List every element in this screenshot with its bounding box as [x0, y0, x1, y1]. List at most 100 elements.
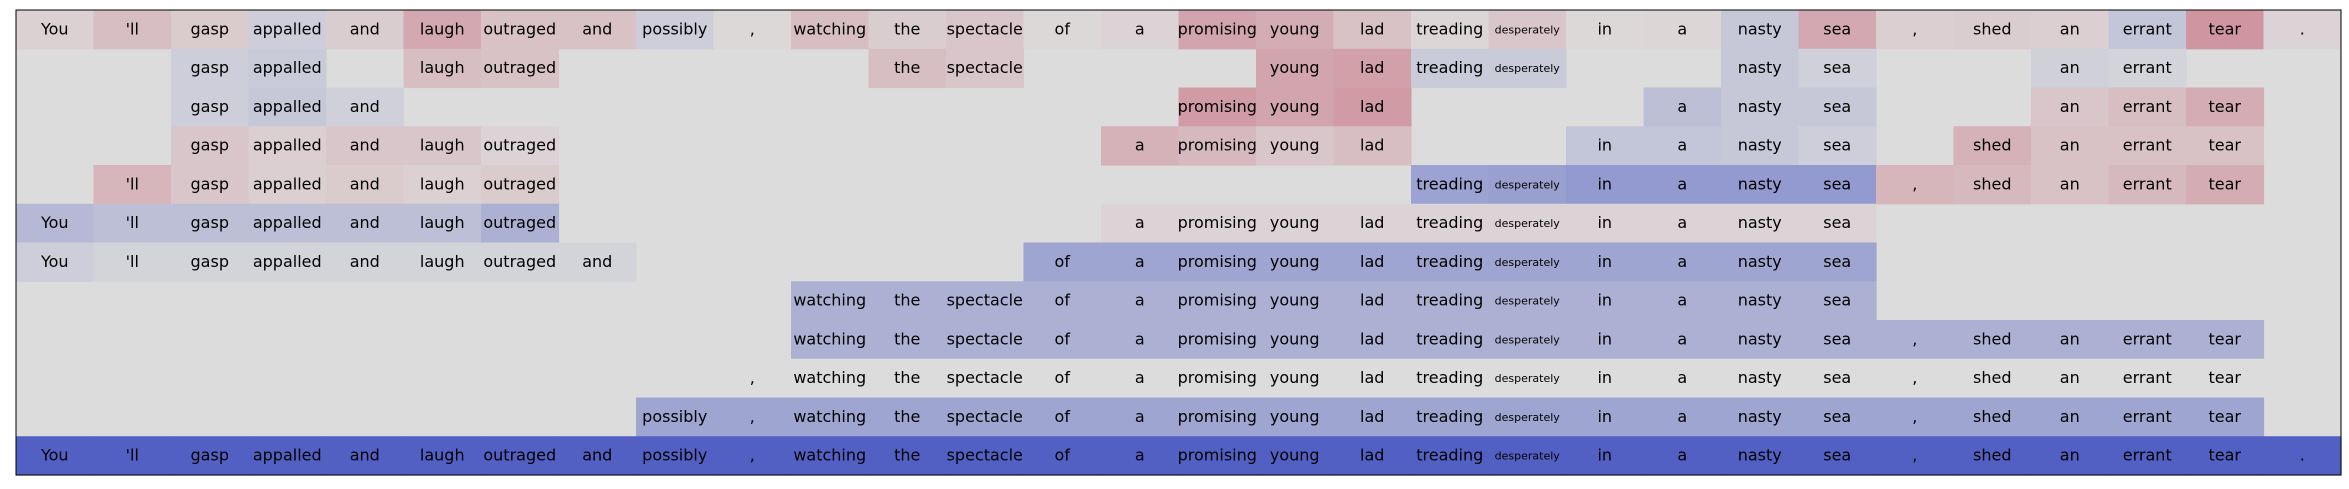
token-label: errant — [2123, 97, 2172, 116]
token-label: the — [894, 446, 920, 465]
token-label: errant — [2123, 368, 2172, 387]
token-label: promising — [1178, 368, 1257, 387]
heatmap-cell — [1721, 242, 1800, 282]
token-label: spectacle — [947, 329, 1023, 348]
token-label: gasp — [191, 252, 229, 271]
token-label: treading — [1416, 446, 1483, 465]
heatmap-cell — [1411, 320, 1490, 360]
token-label: and — [350, 19, 380, 38]
heatmap-cell — [1178, 436, 1257, 476]
token-label: treading — [1416, 58, 1483, 77]
token-label: and — [350, 446, 380, 465]
token-label: errant — [2123, 446, 2172, 465]
token-label: the — [894, 329, 920, 348]
token-label: shed — [1973, 407, 2011, 426]
token-label: lad — [1360, 58, 1384, 77]
token-label: sea — [1823, 291, 1851, 310]
heatmap-cell — [1178, 87, 1257, 127]
heatmap-cell — [326, 126, 405, 166]
heatmap-cell — [1876, 436, 1955, 476]
token-label: sea — [1823, 329, 1851, 348]
token-label: an — [2060, 19, 2080, 38]
heatmap-cell — [326, 87, 405, 127]
token-label: an — [2060, 174, 2080, 193]
heatmap-cell — [1953, 165, 2032, 205]
heatmap-cell — [1953, 397, 2032, 437]
token-label: 'll — [126, 213, 139, 232]
heatmap-cell — [1488, 358, 1567, 399]
token-label: promising — [1178, 329, 1257, 348]
heatmap-cell — [403, 10, 482, 50]
token-label: appalled — [253, 252, 322, 271]
heatmap-cell — [1488, 320, 1567, 360]
heatmap-cell — [16, 242, 95, 282]
token-label: outraged — [483, 174, 556, 193]
token-label: , — [1912, 368, 1917, 387]
token-label: treading — [1416, 368, 1483, 387]
heatmap-cell — [326, 165, 405, 205]
token-label: errant — [2123, 174, 2172, 193]
token-label: young — [1270, 58, 1320, 77]
token-label: an — [2060, 97, 2080, 116]
heatmap-cell — [1488, 165, 1567, 205]
token-label: desperately — [1495, 295, 1561, 308]
token-label: an — [2060, 407, 2080, 426]
token-label: lad — [1360, 446, 1384, 465]
heatmap-cell — [1798, 320, 1877, 360]
token-label: lad — [1360, 252, 1384, 271]
token-label: nasty — [1738, 174, 1782, 193]
token-label: the — [894, 19, 920, 38]
heatmap-cell — [1411, 48, 1490, 89]
heatmap-cell — [558, 242, 637, 282]
heatmap-cell — [1643, 281, 1722, 321]
token-label: a — [1677, 136, 1687, 155]
heatmap-cell — [403, 48, 482, 89]
heatmap-cell — [1643, 87, 1722, 127]
token-label: nasty — [1738, 252, 1782, 271]
token-label: , — [750, 407, 755, 426]
heatmap-cell — [2108, 126, 2187, 166]
heatmap-cell — [1411, 397, 1490, 437]
token-label: in — [1597, 446, 1612, 465]
heatmap-cell — [1953, 126, 2032, 166]
token-label: watching — [793, 446, 866, 465]
token-label: treading — [1416, 174, 1483, 193]
token-label: sea — [1823, 446, 1851, 465]
heatmap-cell — [1488, 436, 1567, 476]
heatmap-cell — [481, 165, 560, 205]
heatmap-cell — [1256, 242, 1335, 282]
heatmap-cell — [2108, 397, 2187, 437]
heatmap-cell — [2186, 358, 2265, 399]
heatmap-cell — [403, 126, 482, 166]
token-label: of — [1055, 329, 1071, 348]
heatmap-cell — [1411, 10, 1490, 50]
token-label: laugh — [420, 19, 465, 38]
token-label: and — [582, 446, 612, 465]
heatmap-cell — [636, 436, 715, 476]
heatmap-cell — [481, 10, 560, 50]
token-label: spectacle — [947, 407, 1023, 426]
token-label: appalled — [253, 58, 322, 77]
token-label: nasty — [1738, 291, 1782, 310]
token-label: a — [1135, 446, 1145, 465]
token-label: a — [1677, 446, 1687, 465]
heatmap-cell — [1953, 358, 2032, 399]
token-label: a — [1677, 213, 1687, 232]
heatmap-cell — [1798, 281, 1877, 321]
heatmap-cell — [171, 165, 250, 205]
heatmap-cell — [1643, 436, 1722, 476]
token-label: tear — [2209, 97, 2242, 116]
heatmap-cell — [946, 10, 1025, 50]
heatmap-cell — [2186, 10, 2265, 50]
token-label: of — [1055, 252, 1071, 271]
token-label: appalled — [253, 213, 322, 232]
heatmap-frame — [15, 9, 2342, 476]
token-label: sea — [1823, 213, 1851, 232]
heatmap-cell — [171, 436, 250, 476]
token-label: desperately — [1495, 450, 1561, 463]
token-label: treading — [1416, 291, 1483, 310]
token-label: young — [1270, 407, 1320, 426]
token-label: outraged — [483, 252, 556, 271]
